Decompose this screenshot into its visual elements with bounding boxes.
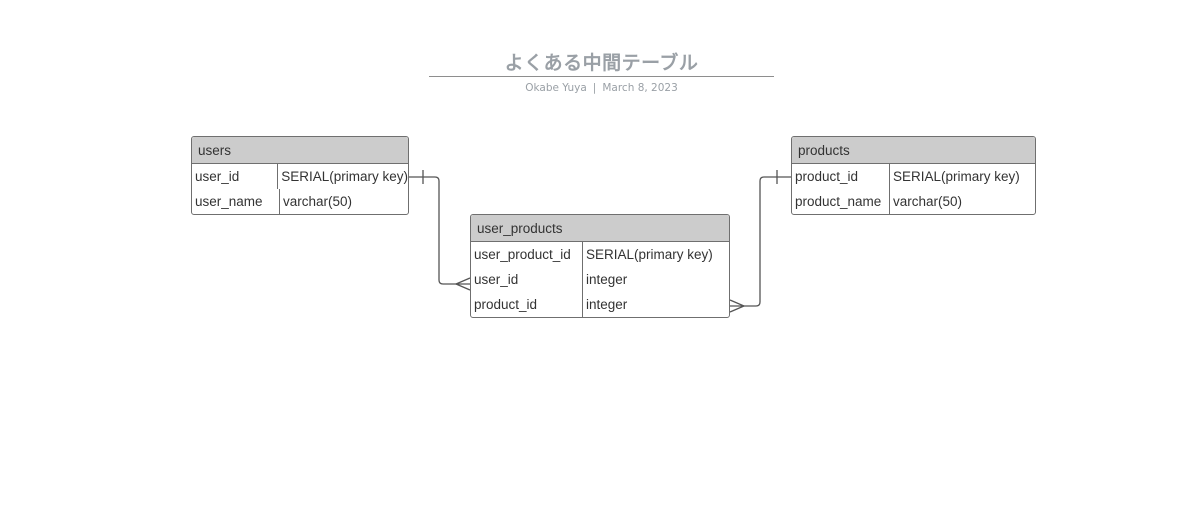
document-meta: Okabe Yuya | March 8, 2023 <box>429 80 774 96</box>
field-type: integer <box>586 272 628 287</box>
field-row[interactable]: user_id integer <box>471 267 729 292</box>
meta-separator: | <box>592 82 597 94</box>
document-title: よくある中間テーブル <box>504 52 699 74</box>
many-marker <box>729 299 746 313</box>
field-name: user_id <box>471 267 583 292</box>
field-name: user_product_id <box>471 242 583 267</box>
field-row[interactable]: user_name varchar(50) <box>192 189 408 214</box>
date-label: March 8, 2023 <box>602 82 678 94</box>
title-underline <box>429 76 774 77</box>
entity-user-products[interactable]: user_products user_product_id SERIAL(pri… <box>470 214 730 318</box>
entity-header: user_products <box>471 215 729 242</box>
field-row[interactable]: user_id SERIAL(primary key) <box>192 164 408 189</box>
entity-header: users <box>192 137 408 164</box>
relationship-products-user-products[interactable] <box>729 170 791 313</box>
entity-users[interactable]: users user_id SERIAL(primary key) user_n… <box>191 136 409 215</box>
field-name: user_name <box>192 189 280 214</box>
field-row[interactable]: product_id integer <box>471 292 729 317</box>
entity-header: products <box>792 137 1035 164</box>
field-type: varchar(50) <box>283 194 353 209</box>
connector-line <box>730 176 791 307</box>
entity-products[interactable]: products product_id SERIAL(primary key) … <box>791 136 1036 215</box>
field-name: product_name <box>792 189 890 214</box>
field-name: product_id <box>471 292 583 317</box>
field-type: integer <box>586 297 628 312</box>
field-row[interactable]: product_name varchar(50) <box>792 189 1035 214</box>
field-type: SERIAL(primary key) <box>586 247 713 262</box>
field-row[interactable]: user_product_id SERIAL(primary key) <box>471 242 729 267</box>
author-label: Okabe Yuya <box>525 82 587 94</box>
field-type: varchar(50) <box>893 194 963 209</box>
many-marker <box>454 277 471 291</box>
field-row[interactable]: product_id SERIAL(primary key) <box>792 164 1035 189</box>
field-type: SERIAL(primary key) <box>281 169 408 184</box>
connector-line <box>409 176 470 285</box>
field-type: SERIAL(primary key) <box>893 169 1020 184</box>
field-name: user_id <box>192 164 279 189</box>
field-name: product_id <box>792 164 890 189</box>
relationship-users-user-products[interactable] <box>409 170 471 291</box>
